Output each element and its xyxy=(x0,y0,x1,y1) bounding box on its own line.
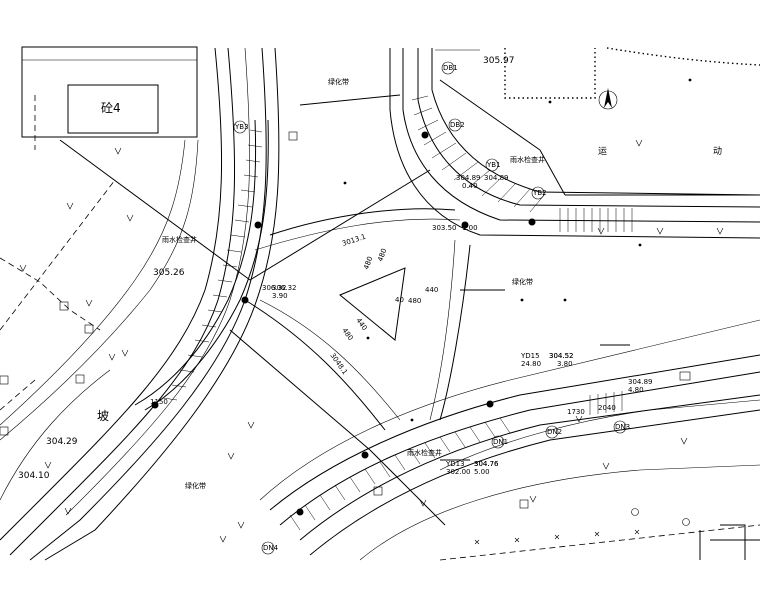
note: 雨水检查井 xyxy=(162,235,197,244)
dim-label: 3048.1 xyxy=(328,352,349,377)
field-label-1: 运 xyxy=(598,146,607,157)
note: 绿化带 xyxy=(328,77,349,86)
dim-label: 480 xyxy=(376,247,388,262)
node-data-line: 1.00 xyxy=(462,224,478,232)
node-data-line: 304.52 xyxy=(549,352,574,360)
note: 绿化带 xyxy=(185,481,206,490)
node-data-line: 306.32 xyxy=(262,284,287,292)
node-data-line: 304.76 xyxy=(474,460,499,468)
elevation-label: 304.10 xyxy=(18,471,50,481)
top-road-corridor xyxy=(389,48,760,239)
elevation-label: 304.52 xyxy=(549,352,574,360)
dim-label: 1730 xyxy=(567,408,585,416)
node-marker: YB3 xyxy=(233,120,249,134)
dim-label: 440 xyxy=(425,286,438,294)
node-data-line: 24.80 xyxy=(521,360,541,368)
building-block: 砼4 xyxy=(21,46,198,138)
node-marker: YB1 xyxy=(485,158,501,172)
node-marker: DN1 xyxy=(491,435,508,449)
node-data-line: 3.90 xyxy=(272,292,288,300)
node-marker: DN3 xyxy=(613,420,630,434)
node-data-line: 304.89 xyxy=(628,378,653,386)
svg-text:YB3: YB3 xyxy=(234,123,249,131)
bottom-right-road xyxy=(259,319,760,556)
node-marker: DN2 xyxy=(545,425,562,439)
note: 绿化带 xyxy=(512,277,533,286)
svg-text:DN2: DN2 xyxy=(547,428,562,436)
field-label-2: 动 xyxy=(713,146,722,157)
building-label: 砼4 xyxy=(101,101,121,115)
sports-field-boundary: 运 动 xyxy=(504,47,760,157)
node-marker: DB1 xyxy=(441,61,458,75)
svg-text:DN1: DN1 xyxy=(493,438,508,446)
node-data-line: YD15 xyxy=(520,352,540,360)
node-data-line: YD13 xyxy=(445,460,465,468)
triangle-island xyxy=(244,208,471,431)
bottom-right-markers xyxy=(474,508,690,545)
node-data-line: 4.80 xyxy=(628,386,644,394)
elevation-label: 306.32 xyxy=(272,284,297,292)
survey-points xyxy=(343,78,692,422)
svg-text:DB1: DB1 xyxy=(443,64,458,72)
dim-label: 40 xyxy=(395,296,404,304)
left-curb-hatch xyxy=(134,119,269,411)
svg-text:DN4: DN4 xyxy=(263,544,279,552)
elevation-label: 304.29 xyxy=(46,437,78,447)
dim-label: 2040 xyxy=(598,404,616,412)
elevation-label: 305.97 xyxy=(483,56,515,66)
connector-lines xyxy=(59,94,505,526)
node-data-line: 0.40 xyxy=(462,182,478,190)
utility-squares xyxy=(0,131,691,509)
elevation-label: 304.89 xyxy=(484,174,509,182)
note: 雨水检查井 xyxy=(407,448,442,457)
node-data-line: 304.89 xyxy=(456,174,481,182)
node-marker: DN4 xyxy=(261,541,279,555)
dim-label: 480 xyxy=(408,297,421,305)
dim-label: 480 xyxy=(362,255,374,270)
elevation-label: 304.76 xyxy=(474,460,499,468)
inlet-markers xyxy=(151,131,536,516)
node-marker: DB2 xyxy=(448,118,465,132)
node-data: 304.89 0.40 303.50 1.00 306.32 3.90 304.… xyxy=(262,174,653,476)
elevation-label: 305.26 xyxy=(153,268,185,278)
note: 雨水检查井 xyxy=(510,155,545,164)
elevation-labels: 305.97 305.26 304.29 304.10 306.32 304.8… xyxy=(18,56,574,481)
dim-label: 440 xyxy=(354,317,368,333)
node-data-line: 5.00 xyxy=(474,468,490,476)
svg-text:YB1: YB1 xyxy=(486,161,501,169)
node-markers: DB1 DB2 YB1 YB2 YB3 DN1 DN2 DN3 DN4 xyxy=(233,61,630,555)
bottom-boundaries xyxy=(0,369,760,561)
dim-label: 480 xyxy=(340,327,354,343)
node-marker: YB2 xyxy=(531,186,547,200)
node-data-line: 302.00 xyxy=(446,468,471,476)
svg-text:YB2: YB2 xyxy=(532,189,547,197)
north-arrow-icon xyxy=(598,88,618,110)
vegetation-symbols xyxy=(19,139,724,543)
node-data-line: 303.50 xyxy=(432,224,457,232)
svg-text:DN3: DN3 xyxy=(615,423,630,431)
dim-label: 3013.1 xyxy=(341,233,367,248)
svg-text:DB2: DB2 xyxy=(450,121,465,129)
node-data-line: 3.80 xyxy=(557,360,573,368)
slope-label: 坡 xyxy=(97,409,109,423)
left-dashed-boundaries xyxy=(0,95,116,411)
small-notes: 绿化带 绿化带 绿化带 雨水检查井 雨水检查井 雨水检查井 坡 xyxy=(97,77,545,490)
dim-label: 1150 xyxy=(150,398,168,406)
